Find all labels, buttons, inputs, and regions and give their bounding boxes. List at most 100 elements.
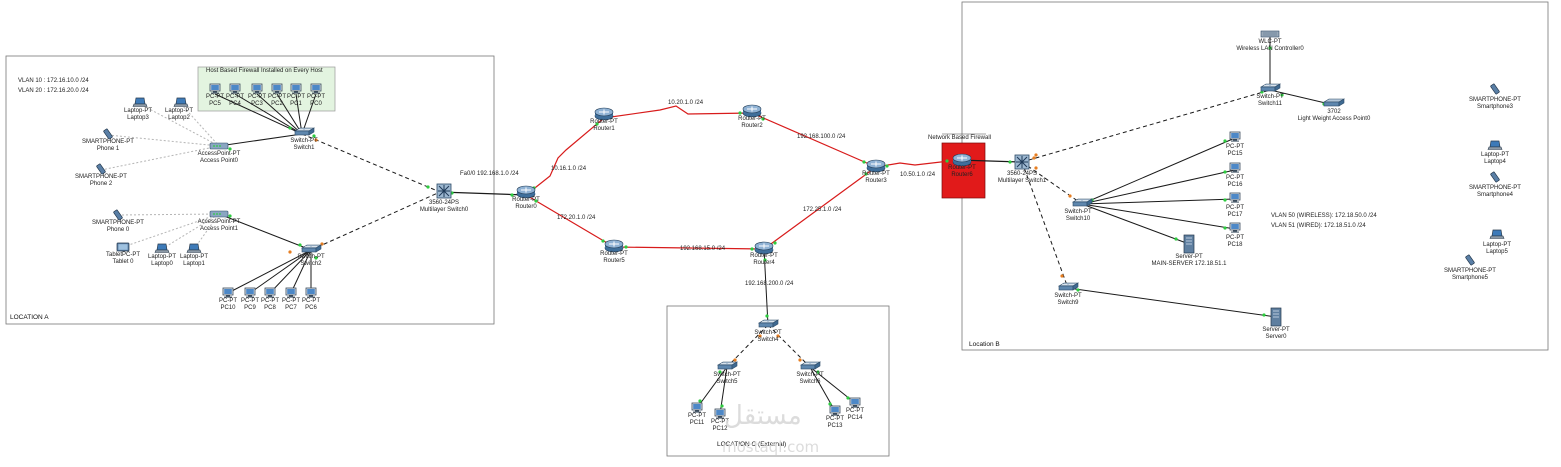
device-label: PC15 xyxy=(1227,151,1243,157)
device-label: PC-PT xyxy=(282,298,300,304)
device-label: SMARTPHONE-PT xyxy=(1469,97,1521,103)
device-label: PC0 xyxy=(310,101,322,107)
switch-icon xyxy=(717,361,738,370)
phone-icon xyxy=(95,163,107,175)
device-label: PC-PT xyxy=(248,94,266,100)
pc-icon xyxy=(1229,192,1241,204)
switch-icon xyxy=(1058,282,1079,291)
device-label: Switch2 xyxy=(300,261,322,267)
device-label: PC-PT xyxy=(241,298,259,304)
pc-icon xyxy=(285,287,297,299)
vlan-b-line-2: VLAN 51 (WIRED): 172.18.51.0 /24 xyxy=(1271,223,1366,229)
ap-icon xyxy=(209,210,229,218)
device-label: Phone 1 xyxy=(97,146,120,152)
pc-icon xyxy=(305,287,317,299)
subnet-ms0-r0: Fa0/0 192.168.1.0 /24 xyxy=(460,171,519,177)
device-label: Light Weight Access Point0 xyxy=(1298,116,1371,122)
device-label: Phone 2 xyxy=(90,181,113,187)
laptop-icon xyxy=(132,97,148,107)
phone-icon xyxy=(102,128,114,140)
device-label: PC4 xyxy=(229,101,241,107)
devices: PC-PTPC5PC-PTPC4PC-PTPC3PC-PTPC2PC-PTPC1… xyxy=(75,30,1521,432)
switch-icon xyxy=(800,361,821,370)
device-label: PC-PT xyxy=(261,298,279,304)
mls-icon xyxy=(1014,154,1030,170)
device-label: PC-PT xyxy=(287,94,305,100)
tablet-icon xyxy=(116,242,130,252)
switch-icon xyxy=(1072,198,1093,207)
device-label: PC3 xyxy=(251,101,263,107)
phone-icon xyxy=(112,209,124,221)
subnet-r4-s4: 192.168.200.0 /24 xyxy=(745,281,794,287)
device-label: PC-PT xyxy=(1226,144,1244,150)
lwap-icon xyxy=(1323,98,1345,107)
device-label: SMARTPHONE-PT xyxy=(1469,185,1521,191)
device-label: Laptop-PT xyxy=(148,254,176,260)
device-label: Wireless LAN Controller0 xyxy=(1236,46,1304,52)
device-label: PC9 xyxy=(244,305,256,311)
pc-icon xyxy=(222,287,234,299)
device-label: Switch-PT xyxy=(754,330,782,336)
pc-icon xyxy=(264,287,276,299)
device-label: Laptop3 xyxy=(127,115,149,121)
device-label: Switch-PT xyxy=(796,372,824,378)
device-label: Phone 0 xyxy=(107,227,130,233)
